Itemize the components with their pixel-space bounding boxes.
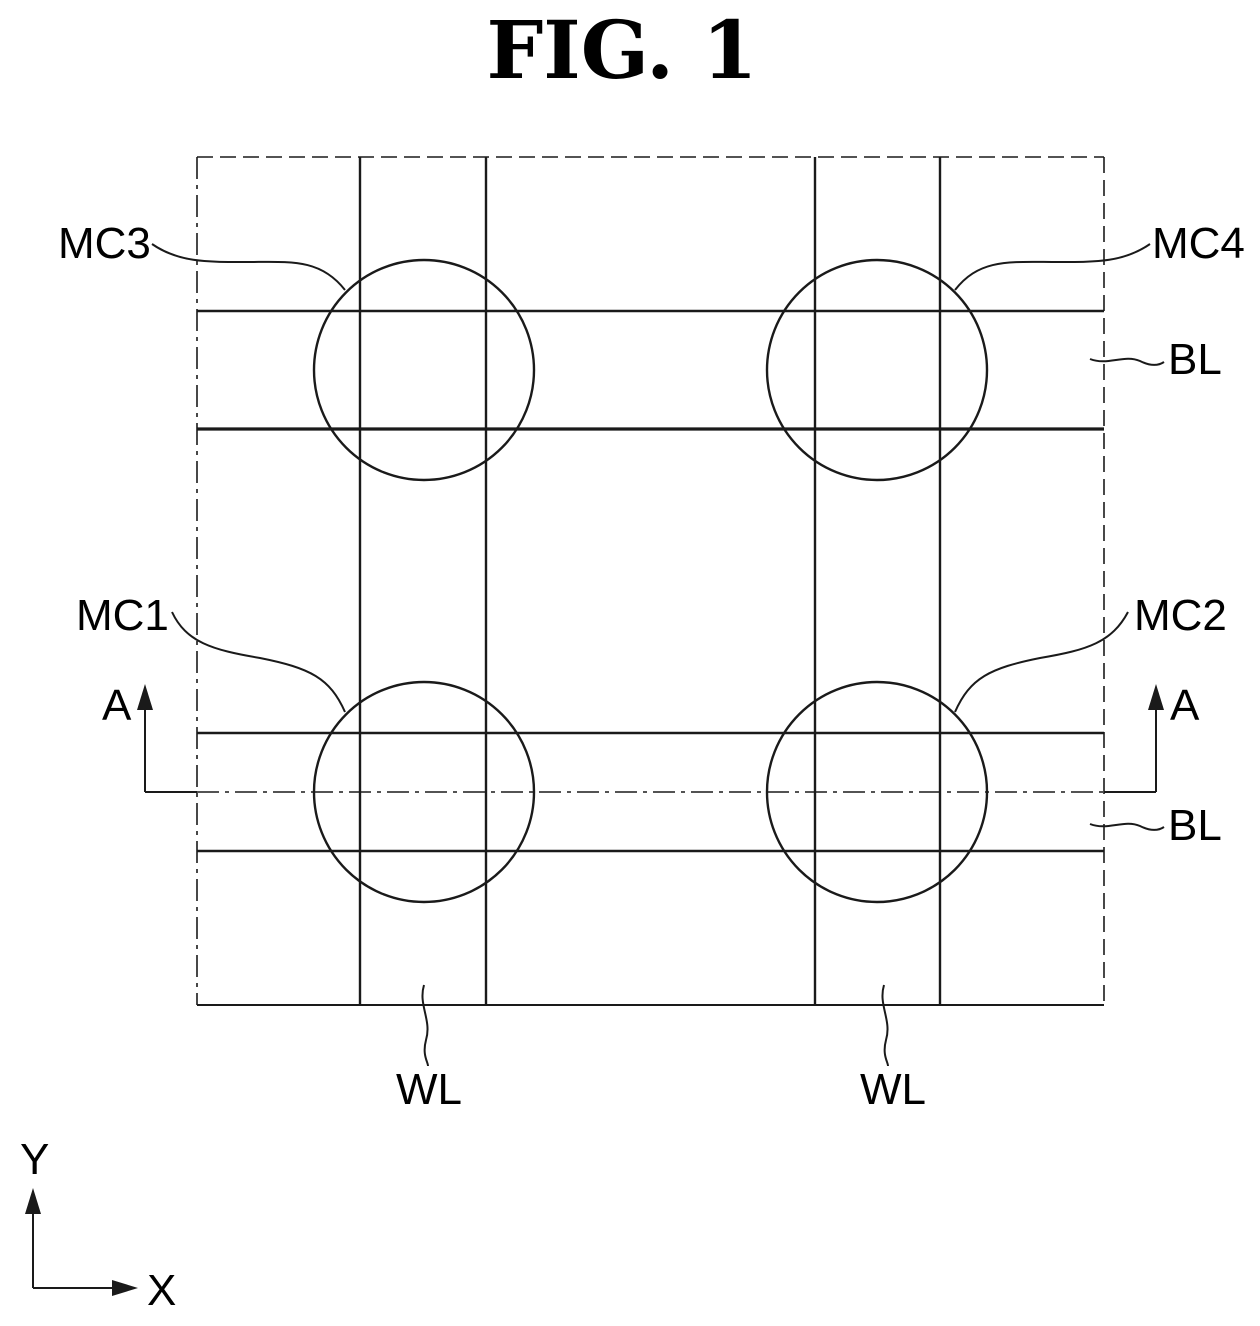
label-wl-left: WL xyxy=(396,1065,462,1114)
coordinate-axes: Y X xyxy=(20,1135,176,1315)
memory-cell-mc4 xyxy=(767,260,987,480)
bit-lines xyxy=(197,311,1104,851)
section-line-a-a xyxy=(137,684,1164,792)
label-mc3: MC3 xyxy=(58,219,151,268)
x-axis-label: X xyxy=(147,1266,176,1315)
leader-wl-right xyxy=(882,985,888,1066)
x-axis-arrowhead xyxy=(112,1280,138,1296)
leader-mc4 xyxy=(955,244,1150,290)
labels: MC3 MC4 MC1 MC2 BL BL WL WL A A xyxy=(58,219,1245,1114)
leader-mc3 xyxy=(152,244,345,290)
word-lines xyxy=(360,157,940,1005)
leader-mc2 xyxy=(955,612,1128,712)
leader-mc1 xyxy=(172,612,345,712)
label-mc4: MC4 xyxy=(1152,219,1245,268)
label-section-a-right: A xyxy=(1170,681,1200,730)
label-bl-bottom: BL xyxy=(1168,801,1222,850)
y-axis-arrowhead xyxy=(25,1188,41,1214)
label-mc2: MC2 xyxy=(1134,591,1227,640)
label-bl-top: BL xyxy=(1168,335,1222,384)
label-section-a-left: A xyxy=(102,681,132,730)
memory-cell-mc2 xyxy=(767,682,987,902)
memory-cells xyxy=(314,260,987,902)
section-arrow-left-head xyxy=(137,684,153,710)
memory-cell-mc3 xyxy=(314,260,534,480)
y-axis-label: Y xyxy=(20,1135,49,1184)
leader-bl-bottom xyxy=(1090,824,1164,830)
section-arrow-right-head xyxy=(1148,684,1164,710)
leader-lines xyxy=(152,244,1164,1066)
label-wl-right: WL xyxy=(860,1065,926,1114)
label-mc1: MC1 xyxy=(76,591,169,640)
figure-title: FIG. 1 xyxy=(486,3,757,97)
leader-wl-left xyxy=(422,985,428,1066)
leader-bl-top xyxy=(1090,359,1164,365)
array-boundary xyxy=(197,157,1104,1005)
